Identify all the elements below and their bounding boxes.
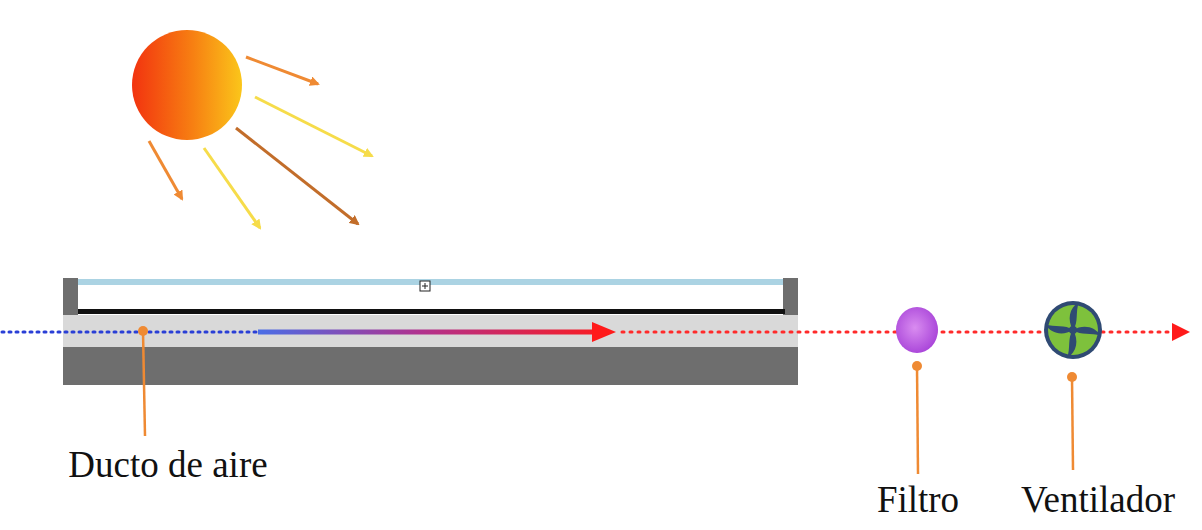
air-flow [2, 322, 1190, 342]
part-label: Filtro [877, 481, 959, 520]
part-label: Ducto de aire [68, 446, 267, 485]
leader-lines [138, 326, 1077, 474]
fan-symbol [1044, 301, 1102, 359]
sun [132, 30, 372, 228]
filter-symbol [896, 307, 938, 353]
part-label: Ventilador [1021, 481, 1175, 520]
